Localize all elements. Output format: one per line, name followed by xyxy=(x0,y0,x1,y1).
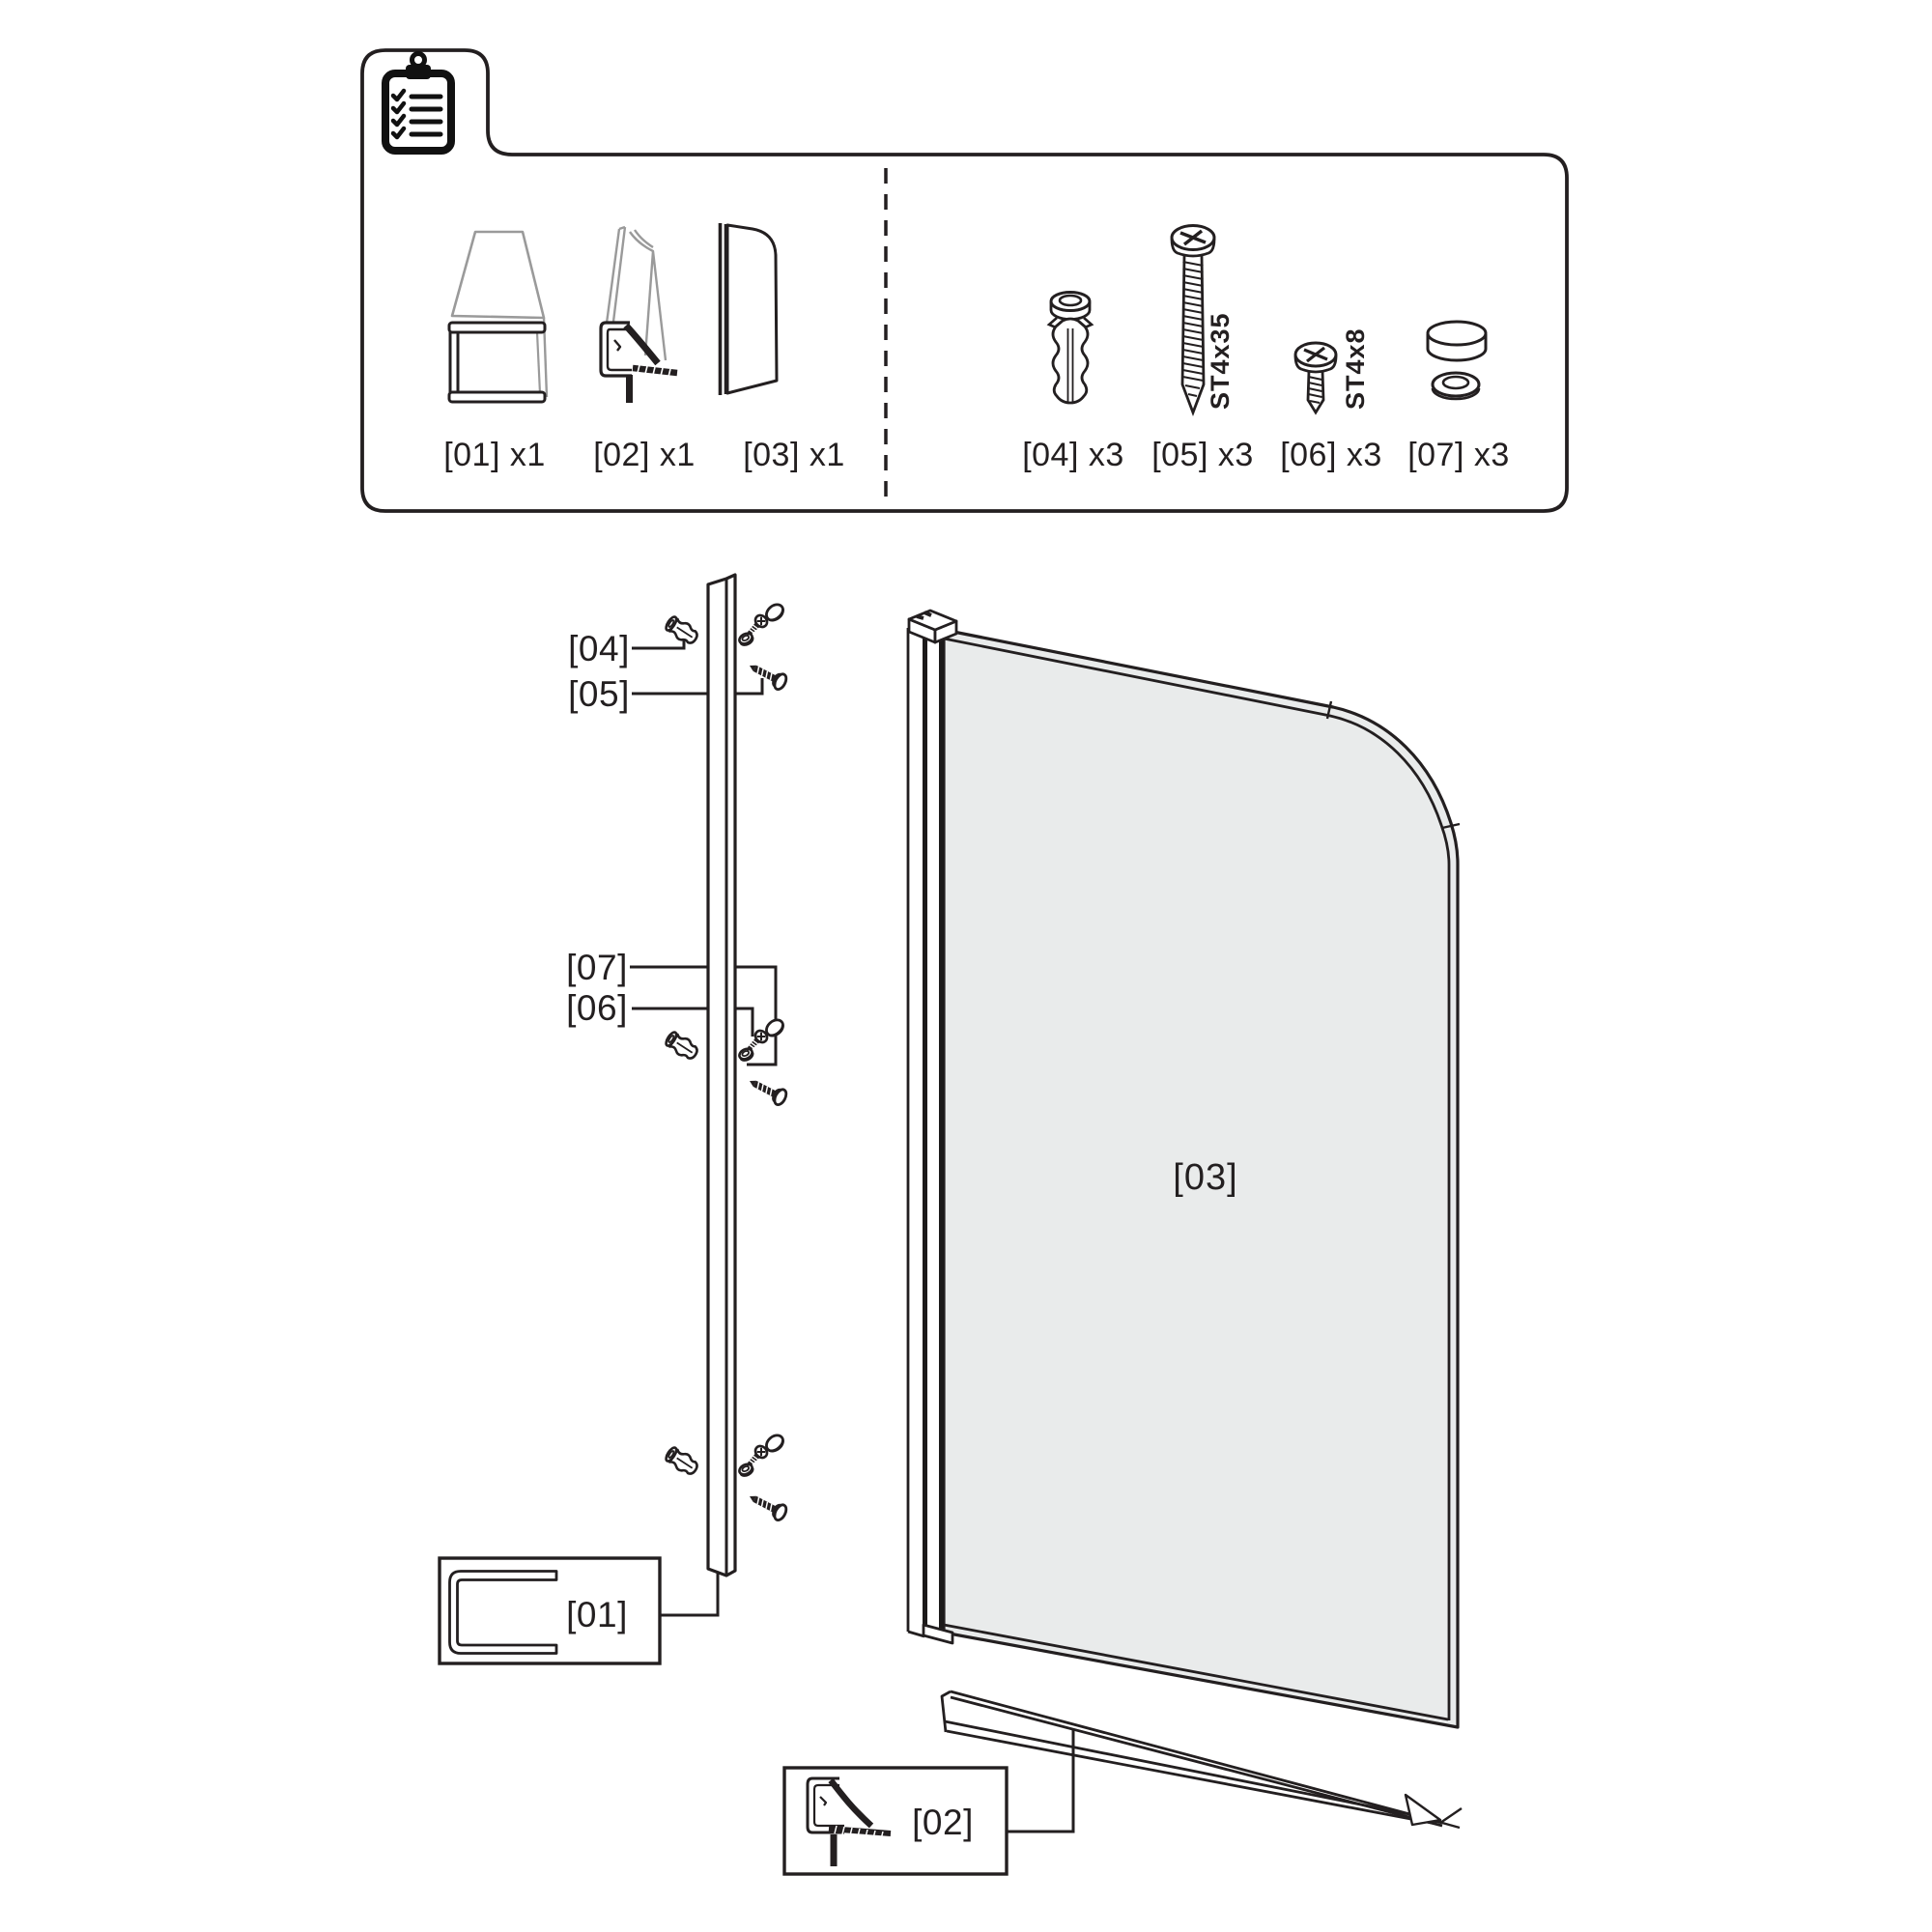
part-02-seal-drawing-small xyxy=(806,1776,892,1866)
glass-panel-outline xyxy=(942,628,1460,1729)
part-04-qty-label: [04] x3 xyxy=(1022,437,1124,473)
callout-06-label: [06] xyxy=(566,988,628,1028)
glass-panel-inner-edge xyxy=(943,637,1451,1720)
callout-box-02 xyxy=(782,1766,1009,1876)
part-02-qty-label: [02] x1 xyxy=(593,437,696,473)
glass-frame-joint-ticks xyxy=(1325,700,1461,830)
parts-box xyxy=(360,48,1569,513)
part-03-qty-label: [03] x1 xyxy=(743,437,845,473)
callout-line-06 xyxy=(632,1007,754,1037)
part-05-spec-label: ST4x35 xyxy=(1206,312,1235,410)
part-01-channel-drawing xyxy=(448,1570,558,1655)
callout-05-label: [05] xyxy=(568,674,630,714)
callout-02-label: [02] xyxy=(912,1803,974,1842)
part-01-qty-label: [01] x1 xyxy=(443,437,546,473)
part-04-wall-anchor-drawing xyxy=(1046,291,1094,405)
part-02-bottom-seal-drawing xyxy=(599,225,678,403)
seal-strip-end-flap xyxy=(1404,1793,1442,1827)
part-05-long-screw-drawing xyxy=(1170,224,1216,416)
callout-04-label: [04] xyxy=(568,629,630,668)
hinge-profile xyxy=(906,609,958,1645)
part-06-spec-label: ST4x8 xyxy=(1341,327,1370,410)
parts-box-outline xyxy=(360,48,1569,513)
part-05-qty-label: [05] x3 xyxy=(1151,437,1254,473)
bottom-seal-strip xyxy=(940,1690,1463,1830)
callout-lines xyxy=(630,639,1075,1833)
glass-panel-bottom-inner-edge xyxy=(943,1623,1449,1721)
glass-panel xyxy=(906,609,1461,1729)
hinge-profile-foot xyxy=(922,1623,954,1645)
part-07-cap-washer-drawing xyxy=(1426,320,1488,401)
hinge-profile-top-cap xyxy=(907,609,958,644)
wall-profile-bar xyxy=(706,573,737,1577)
callout-line-04 xyxy=(632,639,686,650)
part-06-short-screw-drawing xyxy=(1293,341,1338,415)
clipboard-icon xyxy=(382,51,455,155)
callout-01-label: [01] xyxy=(566,1595,628,1634)
glass-panel-label: [03] xyxy=(1173,1157,1237,1198)
callout-box-01 xyxy=(438,1556,662,1665)
callout-07-label: [07] xyxy=(566,948,628,987)
part-07-qty-label: [07] x3 xyxy=(1407,437,1510,473)
part-06-qty-label: [06] x3 xyxy=(1280,437,1382,473)
part-03-glass-panel-drawing xyxy=(718,223,779,395)
callout-line-07 xyxy=(630,965,778,1066)
callout-line-02 xyxy=(1007,1730,1075,1833)
part-01-wall-profile-drawing xyxy=(447,230,549,404)
callout-line-05 xyxy=(632,678,764,696)
